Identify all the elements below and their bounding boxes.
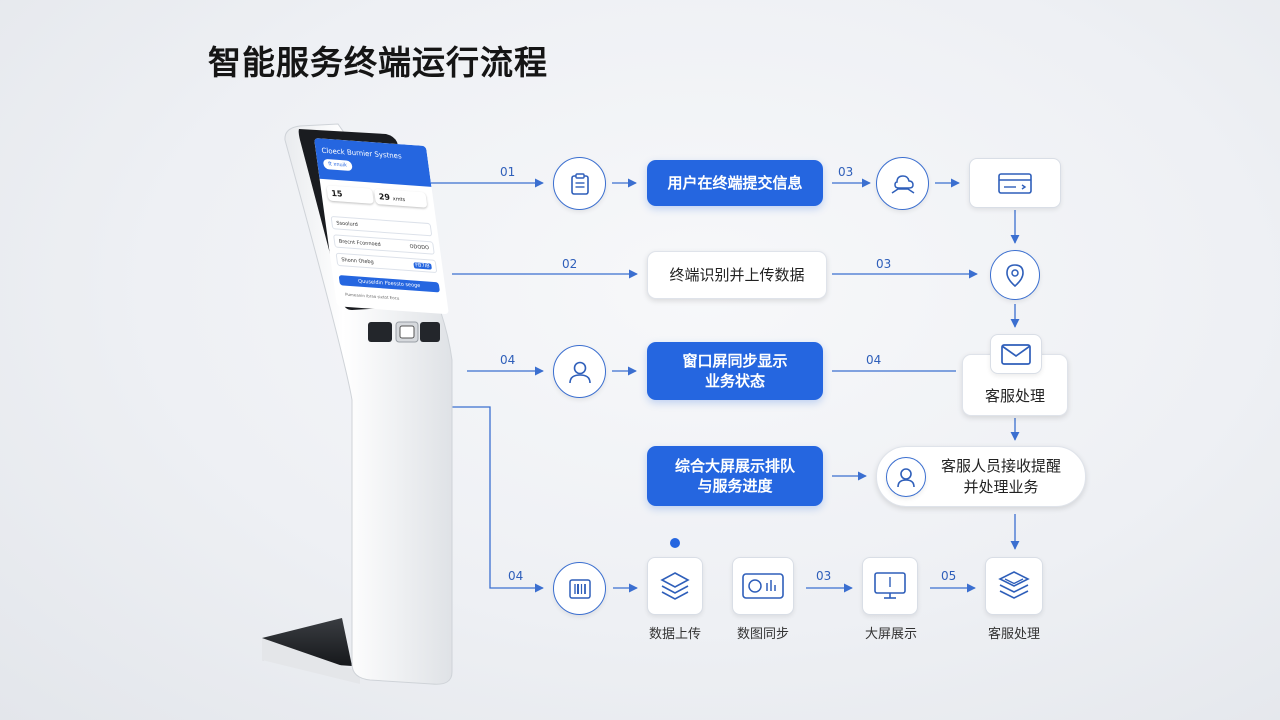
monitor-icon	[874, 572, 906, 599]
kiosk-illustration	[262, 123, 453, 685]
kiosk-row[interactable]: Brecnt Fconnoed ODODO	[333, 234, 435, 255]
kiosk-screen-header: Cloeck Burnier Systnes ft xnuik	[314, 138, 432, 187]
step-number: 04	[500, 353, 516, 367]
kiosk-stat-value-1: 15	[330, 188, 344, 199]
stack-icon	[998, 571, 1030, 599]
step-number: 04	[508, 569, 524, 583]
dashboard-icon	[742, 573, 784, 599]
mail-node[interactable]	[990, 334, 1042, 374]
barcode-node[interactable]	[553, 562, 606, 615]
staff-notify-line-2: 并处理业务	[963, 477, 1039, 496]
window-sync-box[interactable]: 窗口屏同步显示 业务状态	[647, 342, 823, 400]
big-screen-label: 大屏展示	[864, 627, 917, 642]
kiosk-row-value: ODODO	[409, 243, 430, 252]
step-number: 01	[500, 165, 516, 179]
step-number: 03	[816, 569, 832, 583]
data-sync-tile[interactable]	[732, 557, 794, 615]
card-node[interactable]	[969, 158, 1061, 208]
agent-icon	[897, 468, 915, 488]
kiosk-stat-card-2: 29 xmts	[373, 188, 428, 208]
staff-notify-box[interactable]: 客服人员接收提醒 并处理业务	[876, 446, 1086, 507]
kiosk-row[interactable]: Ssoolurd	[330, 215, 433, 237]
kiosk-stat-card-1: 15	[326, 185, 374, 204]
data-upload-label: 数据上传	[648, 627, 701, 642]
barcode-icon	[568, 578, 591, 599]
kiosk-footer-text: Pumeanin ibrao sixtot Eocu	[344, 291, 400, 301]
step-number: 03	[876, 257, 892, 271]
step-number: 04	[866, 353, 882, 367]
hand-cloud-icon	[891, 174, 914, 194]
kiosk-stat-value-2: 29	[378, 192, 391, 203]
step-number: 03	[838, 165, 854, 179]
customer-service-tile[interactable]	[985, 557, 1043, 615]
kiosk-row[interactable]: Shonn Otebg FB7IB	[335, 252, 438, 274]
upload-data-box[interactable]: 终端识别并上传数据	[647, 251, 827, 299]
kiosk-row-value: FB7IB	[412, 262, 432, 270]
kiosk-screen-pill[interactable]: ft xnuik	[322, 158, 353, 172]
hand-cloud-node[interactable]	[876, 157, 929, 210]
big-screen-tile[interactable]	[862, 557, 918, 615]
submit-info-box[interactable]: 用户在终端提交信息	[647, 160, 823, 206]
clipboard-icon	[570, 172, 589, 195]
customer-service-bottom-label: 客服处理	[987, 627, 1040, 642]
staff-notify-line-1: 客服人员接收提醒	[941, 456, 1062, 475]
agent-node	[886, 457, 926, 497]
window-sync-line-1: 窗口屏同步显示	[682, 352, 788, 370]
location-node[interactable]	[990, 250, 1040, 300]
window-sync-line-2: 业务状态	[704, 372, 765, 390]
status-dot	[670, 538, 680, 548]
user-icon	[568, 361, 591, 383]
page-title: 智能服务终端运行流程	[208, 43, 548, 82]
layers-icon	[660, 572, 690, 600]
big-screen-line-2: 与服务进度	[697, 477, 773, 495]
data-sync-label: 数图同步	[736, 627, 789, 642]
customer-service-label: 客服处理	[984, 387, 1045, 405]
data-upload-tile[interactable]	[647, 557, 703, 615]
location-pin-icon	[1006, 264, 1024, 288]
kiosk-row-label: Ssoolurd	[336, 220, 359, 229]
step-number: 02	[562, 257, 578, 271]
card-icon	[998, 173, 1032, 194]
kiosk-row-label: Shonn Otebg	[341, 257, 375, 266]
kiosk-stat-unit-2: xmts	[392, 196, 406, 204]
clipboard-node[interactable]	[553, 157, 606, 210]
big-screen-queue-box[interactable]: 综合大屏展示排队 与服务进度	[647, 446, 823, 506]
mail-icon	[1001, 344, 1031, 365]
kiosk-cta-button[interactable]: Quuseldin Fbessto seoge	[338, 275, 440, 293]
user-node[interactable]	[553, 345, 606, 398]
step-number: 05	[941, 569, 957, 583]
big-screen-line-1: 综合大屏展示排队	[674, 457, 795, 475]
kiosk-row-label: Brecnt Fconnoed	[338, 238, 382, 248]
